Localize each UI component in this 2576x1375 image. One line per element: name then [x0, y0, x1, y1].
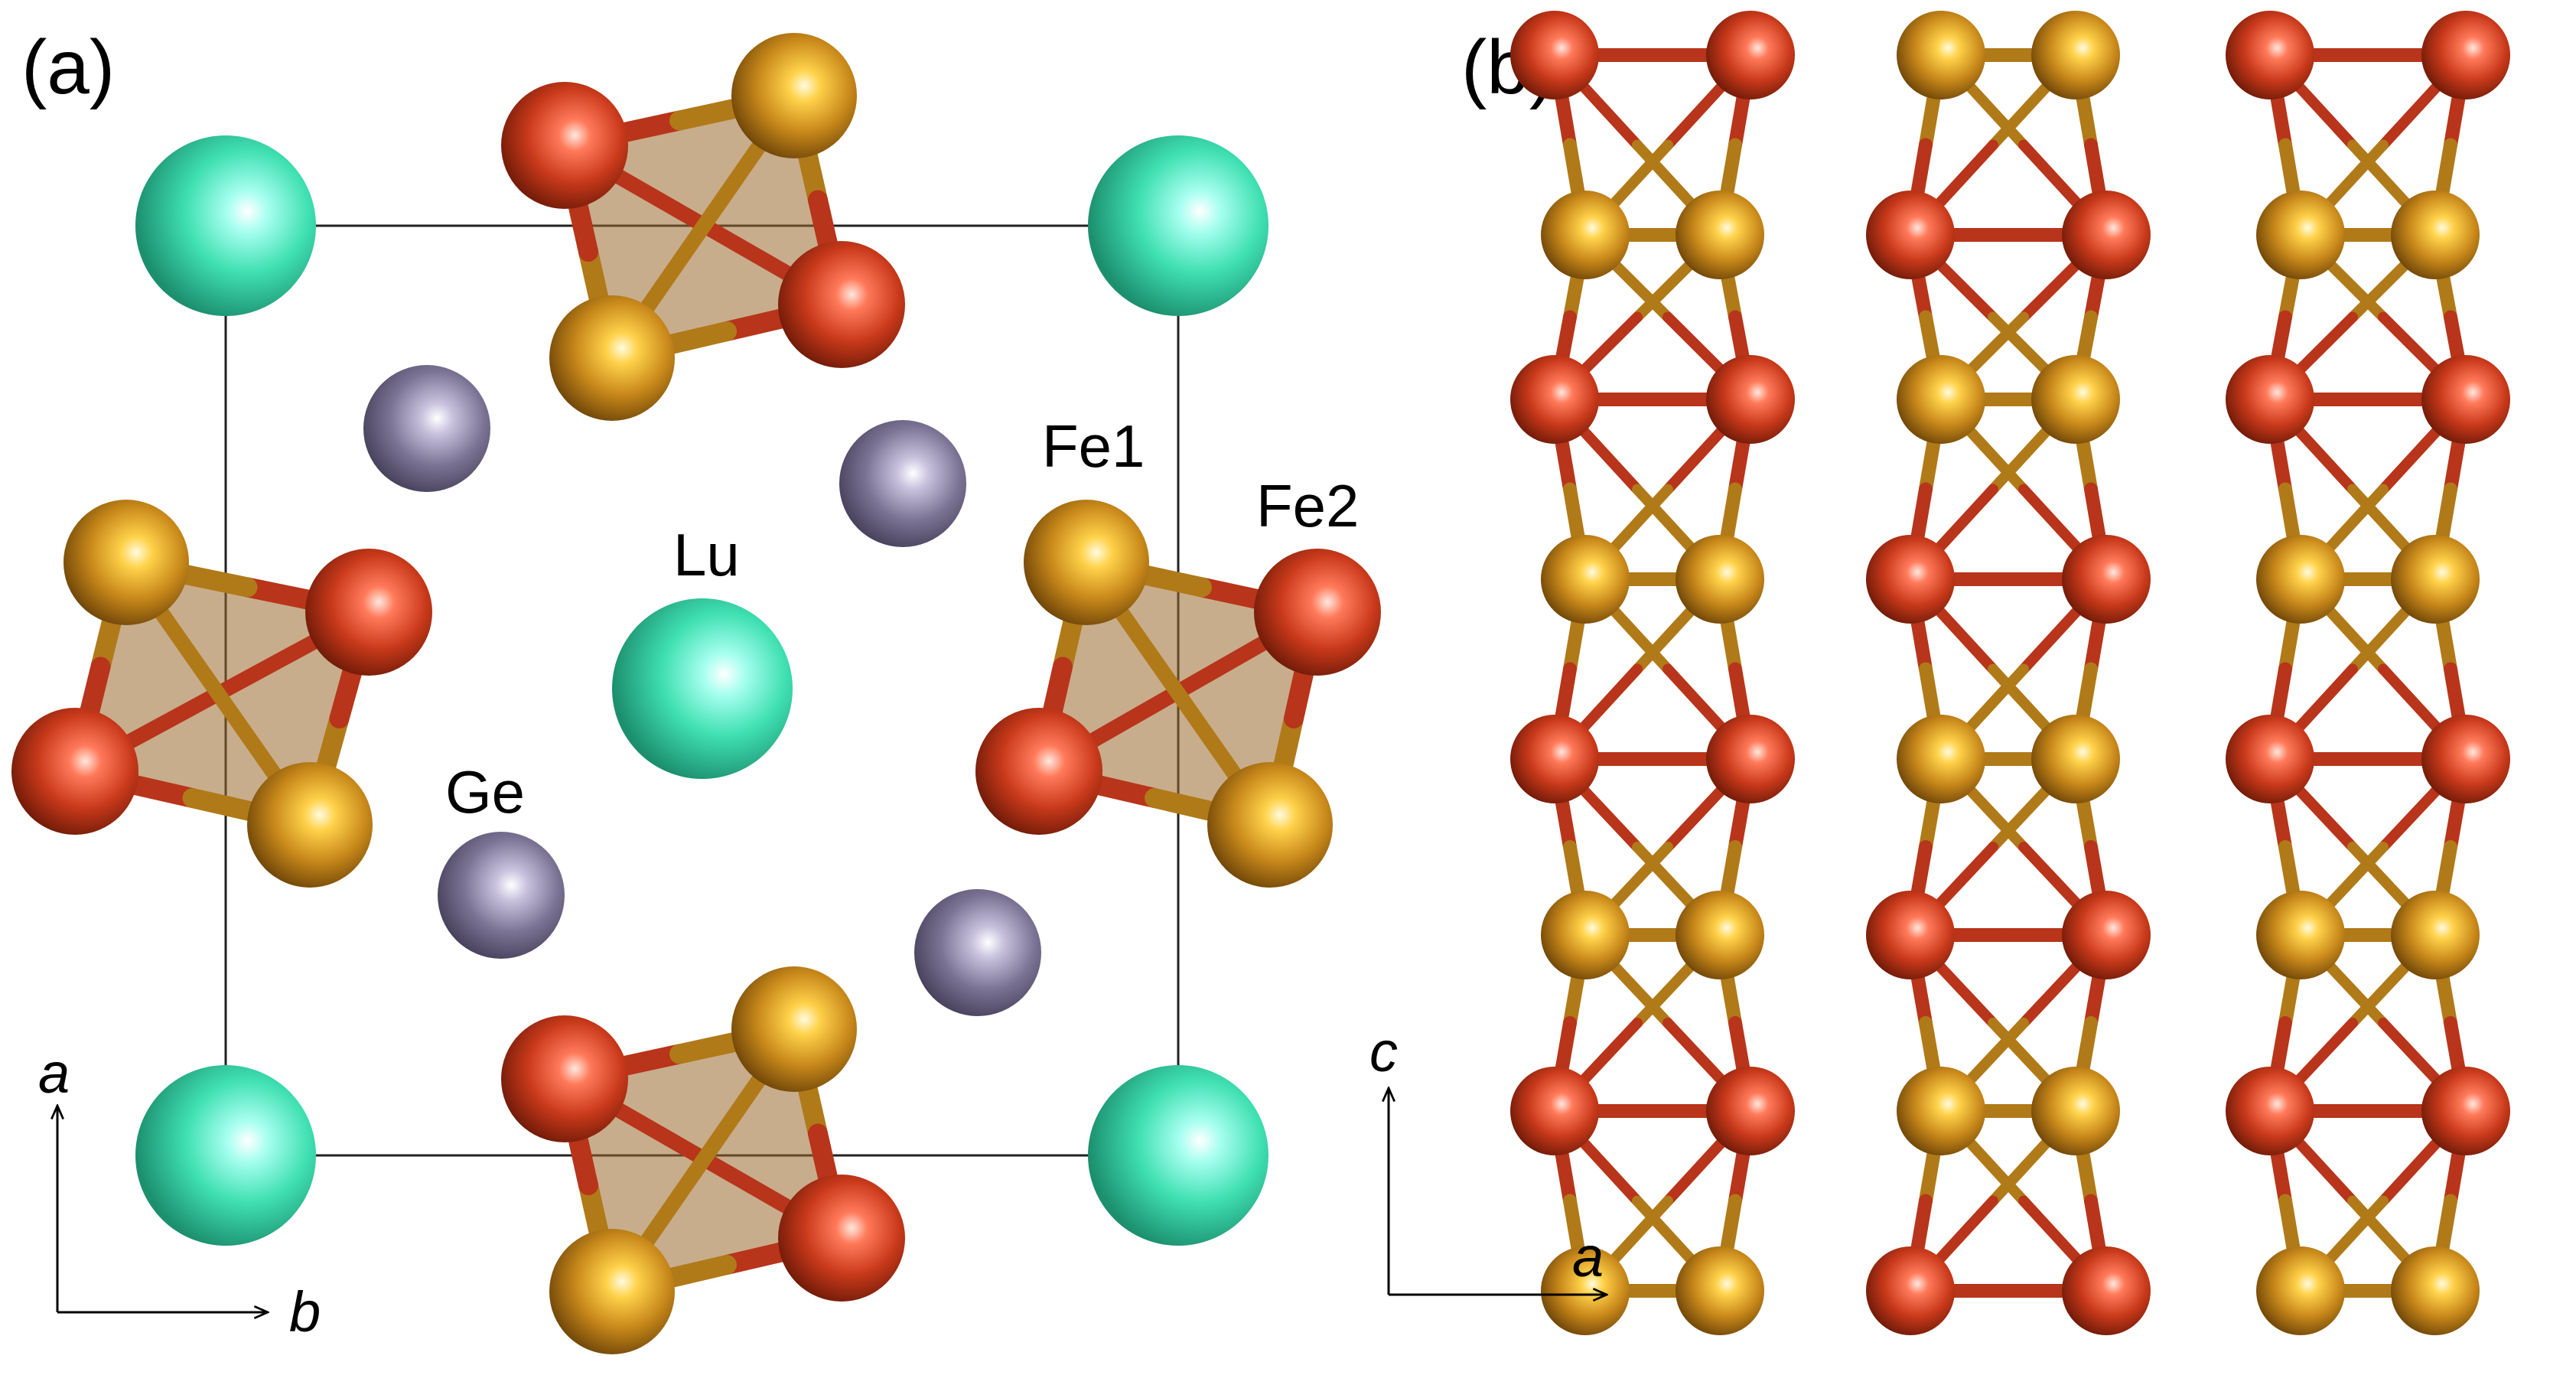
- panel-a: (a) Fe1 Fe2 Lu Ge a b: [11, 24, 1381, 1354]
- fe1-atom: [731, 33, 857, 158]
- axis-label-a: a: [38, 1041, 70, 1105]
- fe-chain: [2226, 11, 2510, 1335]
- fe1-atom: [1676, 535, 1764, 624]
- fe1-atom: [2031, 1067, 2120, 1155]
- fe1-atom: [549, 1229, 675, 1354]
- fe-chains: [1510, 11, 2510, 1335]
- fe2-atom: [2421, 355, 2510, 444]
- fe1-atom: [1897, 11, 1985, 99]
- fe2-atom: [778, 1175, 905, 1302]
- fe2-atom: [1866, 191, 1955, 279]
- fe2-atom: [1510, 355, 1599, 444]
- fe2-atom: [1510, 1067, 1599, 1155]
- fe2-atom: [1254, 549, 1381, 676]
- ge-atom: [839, 420, 966, 547]
- panel-b: (b) c a: [1369, 11, 2510, 1335]
- fe1-atom: [731, 966, 857, 1092]
- fe2-atom: [501, 1015, 628, 1142]
- fe1-atom: [2031, 355, 2120, 444]
- fe-chain: [1866, 11, 2151, 1335]
- fe2-atom: [1866, 1246, 1955, 1335]
- fe2-atom: [2062, 535, 2151, 624]
- fe-clusters: [11, 33, 1381, 1354]
- ge-atoms: [363, 365, 1041, 1016]
- fe1-atom: [2031, 715, 2120, 803]
- fe1-atom: [2256, 191, 2345, 279]
- fe1-atom: [1897, 355, 1985, 444]
- fe2-atom: [501, 82, 628, 209]
- panel-a-label: (a): [21, 24, 115, 110]
- fe2-atom: [2421, 1067, 2510, 1155]
- fe2-atom: [2062, 891, 2151, 979]
- fe1-atom: [2391, 191, 2480, 279]
- fe1-atom: [1541, 191, 1630, 279]
- fe2-atom: [1510, 715, 1599, 803]
- fe2-atom: [1706, 715, 1795, 803]
- atom-label-ge: Ge: [445, 758, 525, 826]
- fe-chain: [1510, 11, 1795, 1335]
- fe1-atom: [64, 500, 189, 625]
- lu-atom-corner: [135, 1065, 316, 1246]
- fe1-atom: [2391, 891, 2480, 979]
- fe2-atom: [1706, 355, 1795, 444]
- atom-label-lu: Lu: [673, 521, 740, 588]
- fe2-atom: [1706, 1067, 1795, 1155]
- fe2-atom: [2062, 1246, 2151, 1335]
- fe1-atom: [1207, 762, 1333, 888]
- fe2-atom: [2226, 715, 2314, 803]
- lu-atom-corner: [1088, 1065, 1268, 1246]
- fe2-atom: [2226, 1067, 2314, 1155]
- axis-label-c: c: [1369, 1020, 1398, 1083]
- fe1-atom: [1897, 1067, 1985, 1155]
- fe2-atom: [2062, 191, 2151, 279]
- fe1-atom: [2391, 1246, 2480, 1335]
- fe-tetrahedron: [501, 33, 905, 421]
- fe2-atom: [2421, 715, 2510, 803]
- fe1-atom: [1676, 1246, 1764, 1335]
- lu-atom-center: [612, 598, 793, 779]
- atom-label-fe1: Fe1: [1042, 412, 1145, 480]
- fe1-atom: [2256, 1246, 2345, 1335]
- fe2-atom: [2226, 11, 2314, 99]
- fe1-atom: [1541, 535, 1630, 624]
- fe2-atom: [975, 708, 1102, 835]
- fe1-atom: [2256, 891, 2345, 979]
- lu-atom-corner: [135, 135, 316, 316]
- fe-tetrahedron: [975, 500, 1381, 888]
- fe2-atom: [778, 241, 905, 368]
- fe-tetrahedron: [501, 966, 905, 1354]
- axis-label-a-panel-b: a: [1572, 1225, 1604, 1289]
- fe1-atom: [1897, 715, 1985, 803]
- atom-label-fe2: Fe2: [1256, 472, 1359, 539]
- fe1-atom: [1676, 191, 1764, 279]
- fe2-atom: [1866, 891, 1955, 979]
- ge-atom: [914, 889, 1041, 1016]
- fe1-atom: [1676, 891, 1764, 979]
- fe2-atom: [11, 708, 138, 835]
- fe2-atom: [2421, 11, 2510, 99]
- lu-atoms: [135, 135, 1268, 1246]
- fe2-atom: [2226, 355, 2314, 444]
- fe1-atom: [2256, 535, 2345, 624]
- fe2-atom: [1706, 11, 1795, 99]
- fe1-atom: [2031, 11, 2120, 99]
- fe1-atom: [549, 295, 675, 421]
- fe1-atom: [1541, 891, 1630, 979]
- ge-atom: [363, 365, 490, 492]
- fe2-atom: [305, 549, 432, 676]
- fe2-atom: [1866, 535, 1955, 624]
- fe1-atom: [1024, 500, 1149, 625]
- fe1-atom: [1541, 1246, 1630, 1335]
- axes-a: a b: [38, 1041, 321, 1344]
- fe2-atom: [1510, 11, 1599, 99]
- axes-b: c a: [1369, 1020, 1607, 1295]
- fe1-atom: [2391, 535, 2480, 624]
- fe-tetrahedron: [11, 500, 432, 888]
- fe1-atom: [247, 762, 373, 888]
- ge-atom: [438, 832, 565, 959]
- axis-label-b: b: [289, 1280, 321, 1344]
- lu-atom-corner: [1088, 135, 1268, 316]
